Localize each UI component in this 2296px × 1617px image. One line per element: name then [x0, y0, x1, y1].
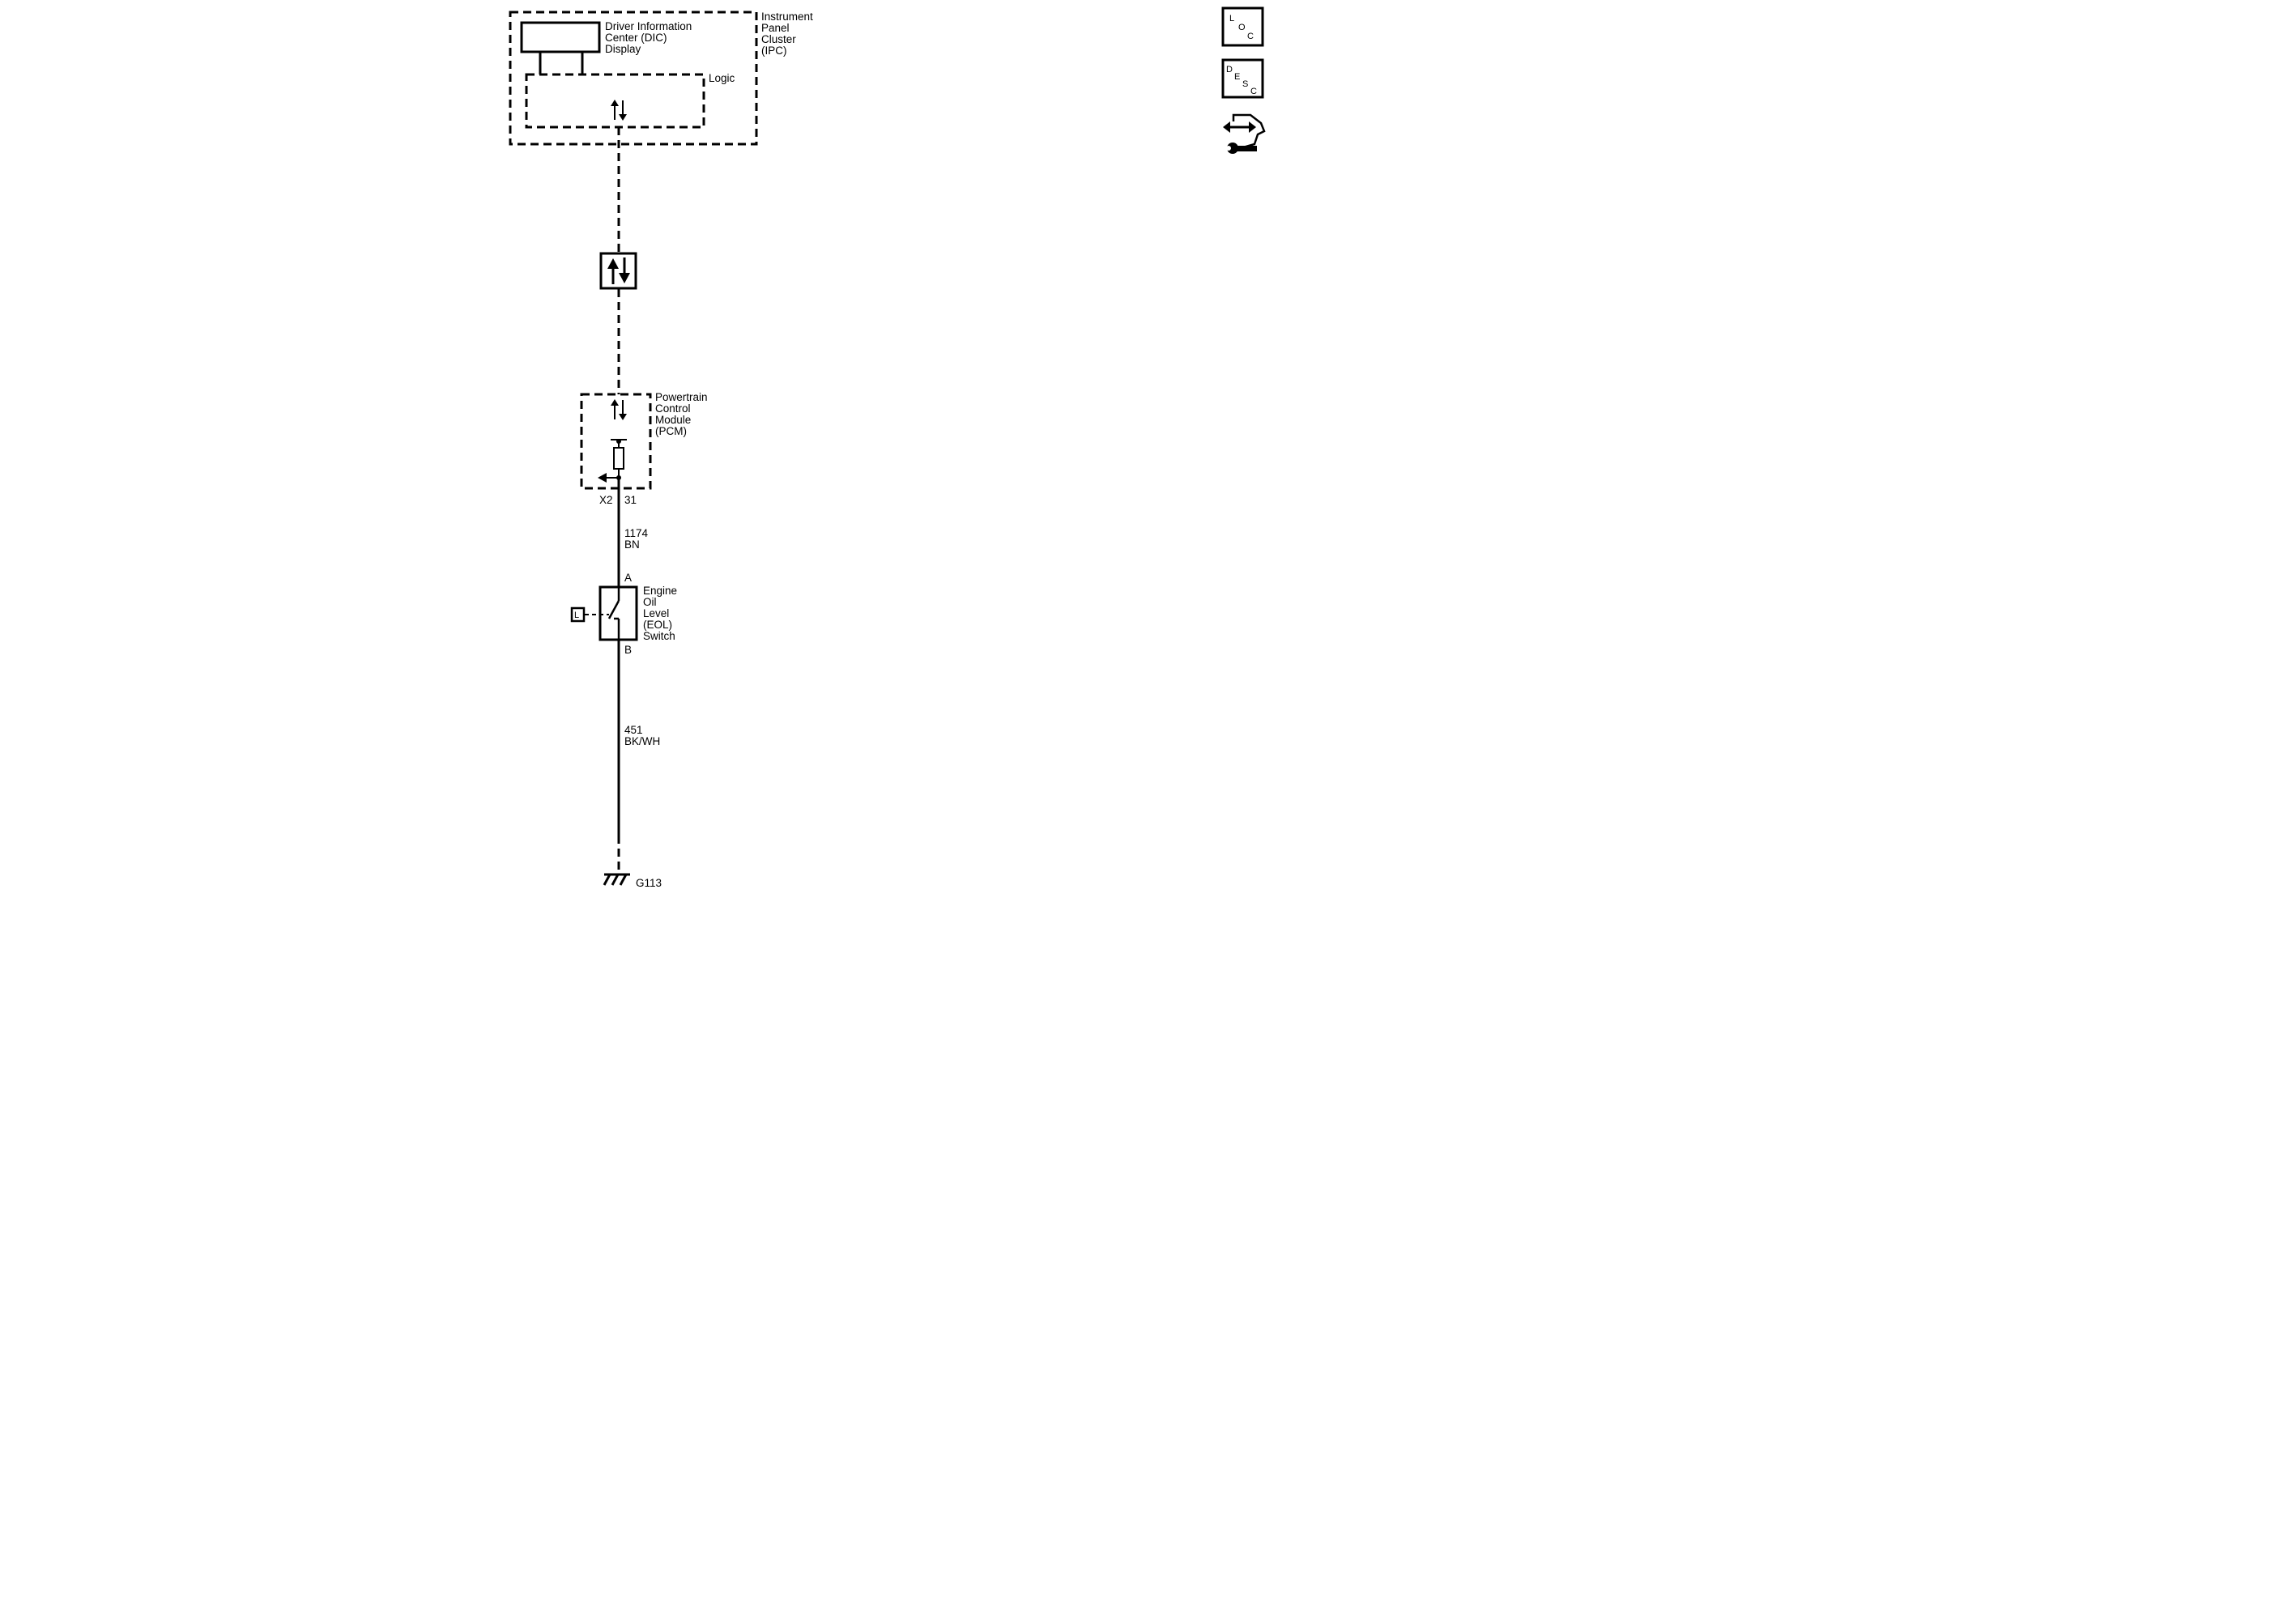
eol-switch-label-line2: Oil — [643, 596, 657, 608]
wire-451-color: BK/WH — [624, 735, 660, 747]
logic-label: Logic — [709, 72, 735, 84]
ipc-label-line4: (IPC) — [761, 45, 787, 57]
svg-text:L: L — [574, 611, 579, 620]
level-sensor-icon: L — [570, 606, 586, 623]
serial-data-bidirectional-icon — [607, 257, 630, 284]
serial-data-symbol[interactable] — [599, 252, 637, 290]
pcm-label-line3: Module — [655, 414, 691, 426]
eol-switch-label-line1: Engine — [643, 585, 677, 597]
pcm-module-boundary — [580, 393, 652, 490]
svg-text:S: S — [1242, 79, 1248, 89]
wire-1174[interactable]: 1174 BN — [617, 478, 649, 587]
wire-451-circuit: 451 — [624, 724, 643, 736]
svg-text:D: D — [1226, 65, 1233, 74]
dic-display[interactable]: Driver Information Center (DIC) Display — [520, 20, 692, 74]
pcm-label-line4: (PCM) — [655, 425, 687, 437]
wire-451[interactable]: 451 BK/WH — [617, 640, 660, 873]
connector-wrench-icon[interactable] — [1223, 113, 1266, 154]
dic-display-box — [520, 21, 601, 53]
pcm-label-line2: Control — [655, 402, 691, 415]
eol-switch-blade — [607, 600, 620, 619]
ipc-label-line1: Instrument — [761, 11, 813, 23]
wire-1174-circuit: 1174 — [624, 527, 649, 539]
svg-text:E: E — [1234, 72, 1240, 82]
svg-text:C: C — [1250, 87, 1257, 96]
pcm-module[interactable]: Powertrain Control Module (PCM) — [580, 391, 708, 490]
ground-icon — [603, 873, 630, 886]
ipc-label-line3: Cluster — [761, 33, 796, 45]
schematic-diagram: Instrument Panel Cluster (IPC) Driver In… — [509, 6, 1266, 889]
dic-label-line3: Display — [605, 43, 641, 55]
eol-switch[interactable]: A L Engine Oil Level (EOL) Switch B — [570, 572, 677, 656]
svg-text:L: L — [1229, 14, 1234, 23]
logic-block[interactable]: Logic — [525, 72, 735, 129]
connector-pin: 31 — [624, 494, 637, 506]
ground-g113[interactable]: G113 — [603, 873, 662, 889]
serial-data-arrows-icon — [611, 100, 627, 121]
connector-id: X2 — [599, 494, 613, 506]
pcm-label-line1: Powertrain — [655, 391, 708, 403]
wire-1174-color: BN — [624, 538, 640, 551]
eol-switch-label-line4: (EOL) — [643, 619, 672, 631]
svg-text:C: C — [1247, 32, 1254, 41]
pcm-pullup-resistor — [611, 439, 627, 480]
svg-text:O: O — [1238, 23, 1246, 32]
ground-id: G113 — [636, 877, 662, 889]
ipc-module[interactable]: Instrument Panel Cluster (IPC) — [509, 11, 813, 146]
pcm-serial-data-arrows-icon — [611, 399, 627, 420]
pcm-signal-input-arrow-icon — [598, 473, 619, 483]
dic-label-line1: Driver Information — [605, 20, 692, 32]
dic-label-line2: Center (DIC) — [605, 32, 667, 44]
eol-switch-pin-b: B — [624, 644, 632, 656]
logic-block-boundary — [525, 73, 705, 129]
ipc-label-line2: Panel — [761, 22, 790, 34]
desc-icon[interactable]: D E S C — [1221, 58, 1264, 99]
ipc-module-boundary — [509, 11, 758, 146]
eol-switch-pin-a: A — [624, 572, 632, 584]
eol-switch-label-line5: Switch — [643, 630, 675, 642]
serial-data-symbol-box — [599, 252, 637, 290]
loc-icon[interactable]: L O C — [1221, 6, 1264, 47]
eol-switch-label-line3: Level — [643, 607, 669, 619]
